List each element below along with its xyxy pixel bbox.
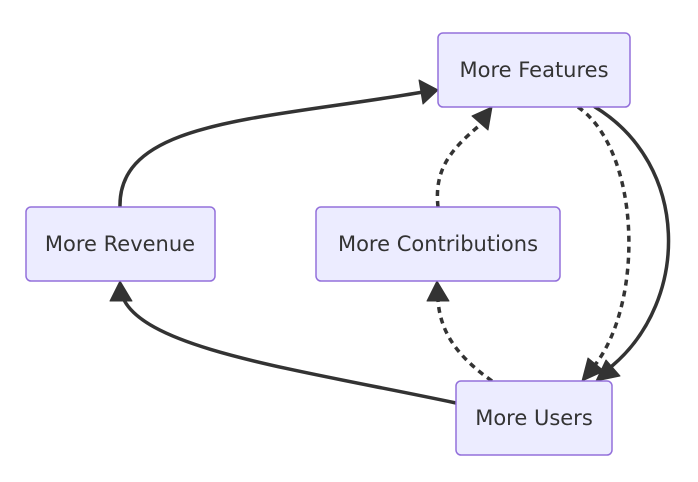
edge-users-to-contributions (436, 299, 494, 383)
node-label: More Users (475, 406, 593, 430)
node-box (455, 380, 613, 456)
node-box (437, 32, 631, 108)
edge-revenue-to-features (118, 90, 425, 209)
node-more-contributions[interactable]: More Contributions (315, 206, 561, 282)
node-box (25, 206, 216, 282)
arrowhead-revenue-to-features (418, 79, 439, 105)
arrowhead-users-to-contributions (426, 280, 450, 302)
node-box (315, 206, 561, 282)
edge-contributions-to-features (435, 123, 482, 208)
arrowhead-features-to-users-solid (595, 359, 621, 382)
edge-features-to-users-dashed (577, 105, 631, 367)
arrowhead-features-to-users-dashed (581, 357, 605, 382)
node-label: More Revenue (45, 232, 195, 256)
node-more-users[interactable]: More Users (455, 380, 613, 456)
arrowhead-contributions-to-features (471, 106, 493, 131)
node-more-revenue[interactable]: More Revenue (25, 206, 216, 282)
node-label: More Contributions (338, 232, 538, 256)
node-more-features[interactable]: More Features (437, 32, 631, 108)
node-label: More Features (459, 58, 608, 82)
edge-features-to-users-solid (593, 105, 671, 368)
edge-users-to-revenue (122, 298, 458, 405)
edges (109, 79, 671, 405)
arrowhead-users-to-revenue (109, 280, 133, 302)
